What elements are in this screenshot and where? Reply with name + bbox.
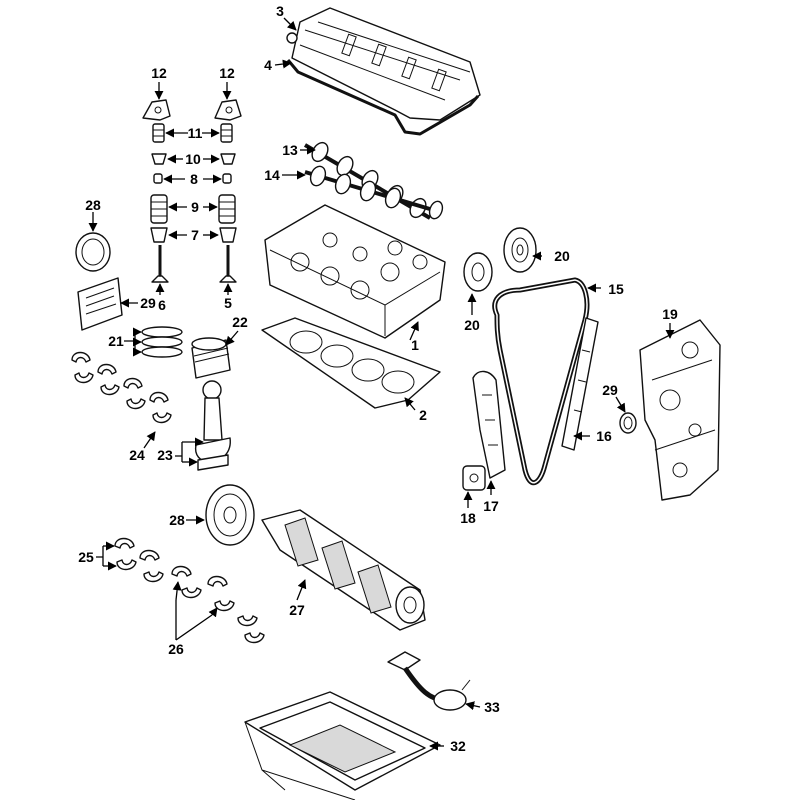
exhaust-valve <box>219 245 237 283</box>
callout-9: 9 <box>191 199 199 215</box>
main-bearings-upper <box>114 537 164 583</box>
callout-18: 18 <box>460 510 476 526</box>
callout-25: 25 <box>78 549 94 565</box>
chain-tensioner-arm <box>472 370 506 479</box>
callout-23: 23 <box>157 447 173 463</box>
callout-17: 17 <box>483 498 499 514</box>
cylinder-head <box>264 204 446 339</box>
crankshaft <box>261 509 426 631</box>
callout-19: 19 <box>662 306 678 322</box>
callout-12-right: 12 <box>219 65 235 81</box>
valve-keepers <box>153 173 232 184</box>
callout-27: 27 <box>289 602 305 618</box>
callout-12-left: 12 <box>151 65 167 81</box>
callout-22: 22 <box>232 314 248 330</box>
callout-20-top: 20 <box>554 248 570 264</box>
oil-pan <box>244 691 441 800</box>
rocker-arm-right <box>214 99 242 121</box>
piston-rings <box>141 326 183 358</box>
connecting-rod <box>194 380 231 471</box>
callout-16: 16 <box>596 428 612 444</box>
seal-housing <box>77 277 123 331</box>
rod-bearings <box>71 351 172 424</box>
callout-24: 24 <box>129 447 145 463</box>
callout-13: 13 <box>282 142 298 158</box>
camshaft-lower <box>304 165 444 220</box>
callout-4: 4 <box>264 57 272 73</box>
valve-spring-seats <box>150 227 237 243</box>
valve-retainers <box>151 153 236 165</box>
callout-32: 32 <box>450 738 466 754</box>
valve-springs <box>150 194 236 224</box>
cam-sprocket-exhaust <box>503 227 537 273</box>
lash-adjusters <box>152 123 233 143</box>
callout-21: 21 <box>108 333 124 349</box>
main-bearings-lower <box>171 565 265 644</box>
chain-tensioner <box>462 465 486 491</box>
callout-11: 11 <box>188 125 203 141</box>
callout-33: 33 <box>484 699 500 715</box>
valve-cover <box>286 7 481 121</box>
callout-5: 5 <box>224 295 232 311</box>
callout-labels: 3 4 12 12 11 10 8 9 7 6 5 13 14 1 2 15 2… <box>78 3 678 754</box>
callout-2: 2 <box>419 407 427 423</box>
crankshaft-pulley <box>205 484 255 546</box>
intake-valve <box>151 245 169 283</box>
callout-31: 29 <box>140 295 156 311</box>
rocker-arm-left <box>142 99 171 121</box>
callout-20-bottom: 20 <box>464 317 480 333</box>
rear-main-seal <box>75 232 111 272</box>
callout-30: 28 <box>85 197 101 213</box>
callout-6: 6 <box>158 297 166 313</box>
callout-1: 1 <box>411 337 419 353</box>
valve-cover-gasket <box>286 59 480 136</box>
callout-15: 15 <box>608 281 624 297</box>
oil-pickup-tube <box>387 651 471 711</box>
callout-10: 10 <box>185 151 201 167</box>
front-seal <box>619 412 637 434</box>
callout-8: 8 <box>190 171 198 187</box>
leader-lines <box>88 17 675 751</box>
timing-chain <box>492 277 590 485</box>
callout-3: 3 <box>276 3 284 19</box>
callout-29: 29 <box>602 382 618 398</box>
piston <box>191 337 231 379</box>
callout-26: 26 <box>168 641 184 657</box>
head-gasket <box>261 317 441 409</box>
callout-7: 7 <box>191 227 199 243</box>
chain-guide <box>561 317 599 451</box>
callout-14: 14 <box>264 167 280 183</box>
callout-28: 28 <box>169 512 185 528</box>
timing-cover <box>639 319 721 501</box>
cam-sprocket-intake <box>463 252 493 292</box>
